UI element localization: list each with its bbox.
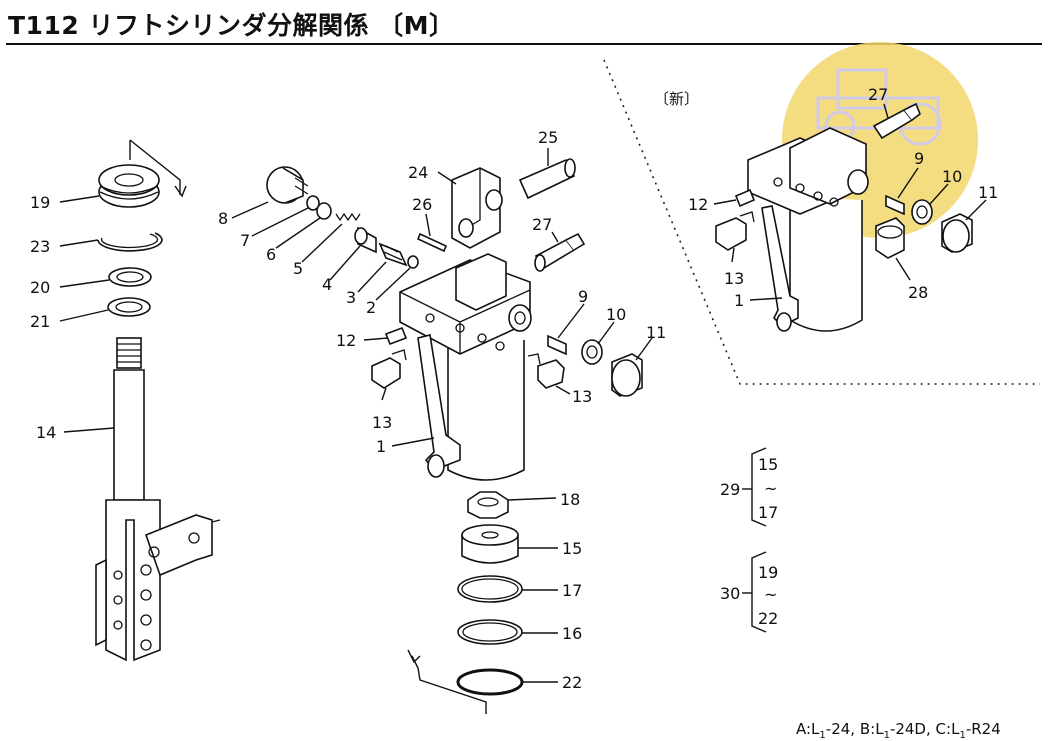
callout-21: 21 [30,312,50,331]
callout-9: 9 [578,287,588,306]
callout-22: 22 [562,673,582,692]
callout-19: 19 [30,193,50,212]
callout-8: 8 [218,209,228,228]
assembly-29-from: 15 [758,455,778,474]
callout-14: 14 [36,423,56,442]
callout-18: 18 [560,490,580,509]
callout-10: 10 [606,305,626,324]
cylinder-body [363,253,653,481]
callout-26: 26 [412,195,432,214]
inset-callout-28: 28 [908,283,928,302]
legend-c-sub: 1 [959,730,966,741]
inset-callout-1: 1 [734,291,744,310]
legend-c-prefix: C:L [935,720,960,738]
legend-b-sub: 1 [883,730,890,741]
page-title: T112 リフトシリンダ分解関係 〔M〕 [8,11,455,40]
legend-a-suffix: -24, [825,720,856,738]
inset-callout-27: 27 [868,85,888,104]
callout-20: 20 [30,278,50,297]
callout-24: 24 [408,163,428,182]
assembly-29-to: 17 [758,503,778,522]
callout-12: 12 [336,331,356,350]
callout-27: 27 [532,215,552,234]
assembly-bracket-30 [742,551,767,633]
model-legend: A:L1-24, B:L1-24D, C:L1-R24 [796,720,1001,741]
callout-4: 4 [322,275,332,294]
assembly-bracket-29 [742,447,767,527]
callout-23: 23 [30,237,50,256]
inset-new-type [603,59,1040,385]
callout-7: 7 [240,231,250,250]
callout-13: 13 [372,413,392,432]
inset-callout-9: 9 [914,149,924,168]
legend-a-prefix: A:L [796,720,820,738]
callout-17: 17 [562,581,582,600]
assembly-30-sep: ~ [764,585,777,604]
callout-6: 6 [266,245,276,264]
callout-1: 1 [376,437,386,456]
legend-b-prefix: B:L [859,720,884,738]
callout-5: 5 [293,259,303,278]
title-rule [6,43,1042,45]
assembly-30-to: 22 [758,609,778,628]
callout-16: 16 [562,624,582,643]
callout-3: 3 [346,288,356,307]
callout-11: 11 [646,323,666,342]
callout-25: 25 [538,128,558,147]
assembly-29-id: 29 [720,480,740,499]
legend-a-sub: 1 [819,730,826,741]
inset-callout-12: 12 [688,195,708,214]
legend-c-suffix: -R24 [965,720,1001,738]
assembly-30-from: 19 [758,563,778,582]
callout-15: 15 [562,539,582,558]
legend-b-suffix: -24D, [889,720,931,738]
inset-callout-11: 11 [978,183,998,202]
clevis-parts [437,148,586,272]
callout-13b: 13 [572,387,592,406]
assembly-29-sep: ~ [764,479,777,498]
inset-label: 〔新〕 [654,90,699,108]
assembly-30-id: 30 [720,584,740,603]
inset-callout-10: 10 [942,167,962,186]
valve-parts [231,166,448,301]
shaft-assembly [59,139,221,662]
piston-stack [407,491,558,714]
inset-callout-13: 13 [724,269,744,288]
callout-2: 2 [366,298,376,317]
